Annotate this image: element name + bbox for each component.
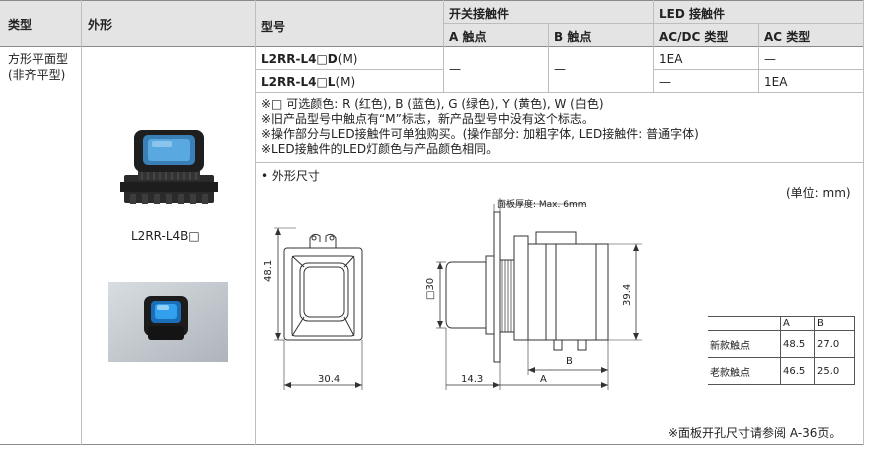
dim-side-square: □30: [425, 277, 436, 300]
row-divider-model: [255, 69, 443, 70]
header-cell-led: [653, 0, 863, 23]
col-line-6: [758, 23, 759, 92]
header-ac-type: AC 类型: [764, 30, 811, 44]
row-1-acdc: 1EA: [659, 52, 683, 66]
type-cell: 方形平面型 (非齐平型): [8, 51, 68, 83]
dim-table-head-a: A: [780, 316, 815, 331]
header-cell-appearance: [81, 0, 255, 46]
header-appearance: 外形: [88, 18, 113, 32]
header-b-contact: B 触点: [554, 30, 592, 44]
dim-table-grid: A B 新款触点 48.5 27.0 老款触点 46.5 25.0: [708, 316, 855, 385]
header-cell-ac: [758, 23, 863, 46]
header-cell-model: [255, 0, 443, 46]
type-line-1: 方形平面型: [8, 52, 69, 66]
row-1-ac: —: [764, 52, 776, 66]
dim-table-row-name: 老款触点: [708, 357, 781, 385]
header-a-contact: A 触点: [449, 30, 487, 44]
model-2-suffix: (M): [335, 75, 356, 89]
header-cell-acdc: [653, 23, 758, 46]
model-row-1: L2RR-L4□D(M): [261, 52, 357, 66]
table-right-border: [863, 0, 864, 445]
dim-table-row-b: 27.0: [814, 330, 855, 358]
model-1-code: L2RR-L4□D: [261, 52, 338, 66]
product-caption: L2RR-L4B□: [131, 229, 200, 243]
note-led-color: ※LED接触件的LED灯颜色与产品颜色相同。: [261, 142, 499, 156]
model-row-2: L2RR-L4□L(M): [261, 75, 355, 89]
dimensions-title: • 外形尺寸: [261, 169, 320, 183]
header-switch-contact: 开关接触件: [449, 7, 510, 21]
model-1-suffix: (M): [337, 52, 358, 66]
unit-label: (单位: mm): [786, 186, 851, 200]
col-line-5: [653, 0, 654, 92]
b-contact-value: —: [554, 62, 566, 76]
model-2-code: L2RR-L4□L: [261, 75, 336, 89]
note-separate-purchase: ※操作部分与LED接触件可单独购买。(操作部分: 加粗字体, LED接触件: 普…: [261, 127, 699, 141]
panel-thickness-label: 面板厚度: Max. 6mm: [497, 200, 587, 210]
header-acdc-type: AC/DC 类型: [659, 30, 729, 44]
dim-front-height: 48.1: [263, 259, 274, 282]
dimension-table: A B 新款触点 48.5 27.0 老款触点 46.5 25.0: [708, 316, 855, 385]
dim-side-height: 39.4: [622, 283, 633, 306]
col-line-4: [548, 23, 549, 92]
rows-bottom-line: [255, 92, 863, 93]
header-cell-a: [443, 23, 548, 46]
col-line-3: [443, 0, 444, 92]
product-image-panel: [108, 282, 228, 362]
dim-table-head-b: B: [814, 316, 855, 331]
dimension-drawing: [274, 198, 642, 390]
dim-label-a: A: [540, 374, 547, 385]
header-cell-b: [548, 23, 653, 46]
header-led-contact: LED 接触件: [659, 7, 725, 21]
product-image-dark: [120, 130, 218, 204]
dim-label-b: B: [566, 356, 573, 367]
dim-table-corner: [708, 316, 781, 331]
header-cell-switch: [443, 0, 653, 23]
dim-table-row-a: 46.5: [780, 357, 815, 385]
row-2-acdc: —: [659, 75, 671, 89]
row-2-ac: 1EA: [764, 75, 788, 89]
a-contact-value: —: [449, 62, 461, 76]
col-line-1: [81, 0, 82, 445]
notes-bottom-line: [255, 162, 863, 163]
header-bottom-border: [0, 46, 863, 47]
note-old-model: ※旧产品型号中触点有“M”标志，新产品型号中没有这个标志。: [261, 112, 594, 126]
header-type: 类型: [8, 18, 33, 32]
dim-table-row-b: 25.0: [814, 357, 855, 385]
header-model: 型号: [261, 20, 286, 34]
table-top-border: [0, 0, 863, 1]
table-bottom-border: [0, 444, 863, 445]
panel-cutout-note: ※面板开孔尺寸请参阅 A-36页。: [668, 426, 842, 440]
type-line-2: (非齐平型): [8, 68, 66, 82]
dim-side-depth: 14.3: [461, 374, 484, 385]
dim-front-width: 30.4: [318, 374, 341, 385]
col-line-2: [255, 0, 256, 445]
header-cell-type: [0, 0, 81, 46]
note-colors: ※□ 可选颜色: R (红色), B (蓝色), G (绿色), Y (黄色),…: [261, 97, 604, 111]
dim-table-row-a: 48.5: [780, 330, 815, 358]
dim-table-row-name: 新款触点: [708, 330, 781, 358]
